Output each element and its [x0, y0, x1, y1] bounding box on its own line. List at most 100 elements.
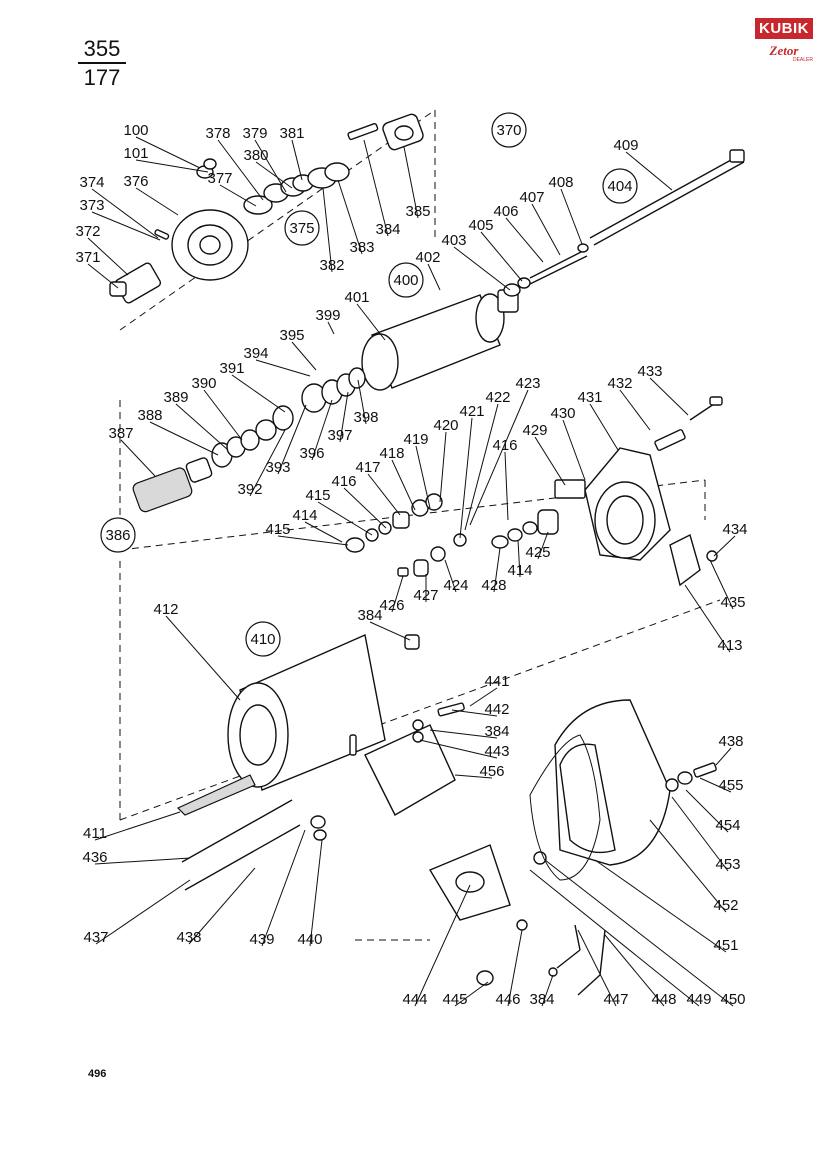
part-number-label: 393	[265, 459, 290, 476]
part-number-label: 413	[717, 637, 742, 654]
part-number-label: 382	[319, 257, 344, 274]
leader-line	[560, 188, 583, 245]
part-number-label: 423	[515, 375, 540, 392]
leader-line	[454, 981, 489, 1007]
leader-line	[625, 151, 673, 191]
group-label: 410	[250, 631, 275, 648]
leader-line	[255, 359, 311, 377]
part-number-label: 424	[443, 577, 468, 594]
part-number-label: 446	[495, 991, 520, 1008]
leader-line	[454, 774, 493, 779]
group-callout	[491, 112, 527, 148]
part-number-label: 384	[529, 991, 554, 1008]
leader-line	[429, 729, 498, 739]
group-label: 370	[496, 122, 521, 139]
part-number-label: 378	[205, 125, 230, 142]
leader-line	[684, 584, 731, 653]
leader-line	[671, 796, 729, 872]
leader-line	[537, 531, 549, 560]
leader-line	[317, 501, 373, 536]
part-number-label: 442	[484, 701, 509, 718]
leader-line	[135, 187, 179, 216]
group-callout	[602, 168, 638, 204]
part-number-label: 385	[405, 203, 430, 220]
part-outlines	[109, 113, 745, 996]
part-number-label: 390	[191, 375, 216, 392]
part-number-label: 421	[459, 403, 484, 420]
leader-line	[415, 445, 431, 509]
leader-line	[649, 377, 689, 416]
leader-lines	[87, 136, 736, 1007]
part-number-label: 373	[79, 197, 104, 214]
leader-line	[322, 187, 333, 273]
leader-line	[531, 203, 561, 256]
part-number-label: 407	[519, 189, 544, 206]
part-number-label: 453	[715, 856, 740, 873]
leader-line	[534, 436, 566, 486]
leader-line	[459, 417, 473, 539]
leader-line	[507, 929, 523, 1007]
group-label: 404	[607, 178, 632, 195]
part-number-label: 454	[715, 817, 740, 834]
leader-line	[493, 547, 501, 593]
leader-line	[541, 974, 554, 1007]
part-number-label: 374	[79, 174, 104, 191]
part-number-label: 399	[315, 307, 340, 324]
part-number-label: 430	[550, 405, 575, 422]
part-number-label: 391	[219, 360, 244, 377]
part-number-label: 420	[433, 417, 458, 434]
part-number-label: 438	[176, 929, 201, 946]
leader-line	[135, 136, 201, 169]
leader-line	[277, 535, 349, 546]
leader-line	[254, 139, 287, 193]
part-number-label: 425	[525, 544, 550, 561]
part-number-label: 398	[353, 409, 378, 426]
leader-line	[562, 419, 586, 481]
part-number-label: 438	[718, 733, 743, 750]
part-number-label: 452	[713, 897, 738, 914]
part-number-label: 371	[75, 249, 100, 266]
leader-line	[357, 379, 367, 425]
leader-line	[369, 621, 411, 641]
part-number-label: 395	[279, 327, 304, 344]
logo-sub: Zetor	[769, 43, 799, 58]
leader-line	[713, 535, 736, 557]
part-number-label: 436	[82, 849, 107, 866]
leader-line	[327, 321, 335, 335]
group-callout	[388, 262, 424, 298]
part-number-label: 101	[123, 145, 148, 162]
leader-line	[444, 559, 457, 593]
group-callout	[100, 517, 136, 553]
part-number-label: 447	[603, 991, 628, 1008]
page-number-top: 355	[78, 38, 126, 64]
part-number-label: 394	[243, 345, 268, 362]
part-number-label: 402	[415, 249, 440, 266]
leader-line	[291, 139, 303, 181]
part-number-label: 377	[207, 170, 232, 187]
part-number-label: 412	[153, 601, 178, 618]
part-number-label: 435	[720, 594, 745, 611]
part-number-label: 405	[468, 217, 493, 234]
leader-line	[427, 263, 441, 291]
part-number-label: 450	[720, 991, 745, 1008]
part-number-label: 444	[402, 991, 427, 1008]
part-number-label: 439	[249, 931, 274, 948]
leader-line	[391, 459, 416, 511]
leader-line	[517, 539, 521, 578]
leader-line	[604, 934, 665, 1007]
part-number-label: 372	[75, 223, 100, 240]
leader-line	[469, 687, 498, 707]
part-number-label: 422	[485, 389, 510, 406]
group-callouts: 370 375 400 404 386 410	[100, 112, 638, 657]
part-number-label: 415	[265, 521, 290, 538]
leader-line	[291, 341, 317, 371]
leader-line	[94, 857, 191, 865]
leader-line	[255, 161, 293, 189]
part-number-label: 426	[379, 597, 404, 614]
footer-page-number: 496	[88, 1068, 107, 1080]
leader-line	[577, 929, 617, 1007]
leader-line	[91, 211, 161, 241]
leader-line	[594, 859, 727, 953]
leader-line	[453, 246, 511, 291]
